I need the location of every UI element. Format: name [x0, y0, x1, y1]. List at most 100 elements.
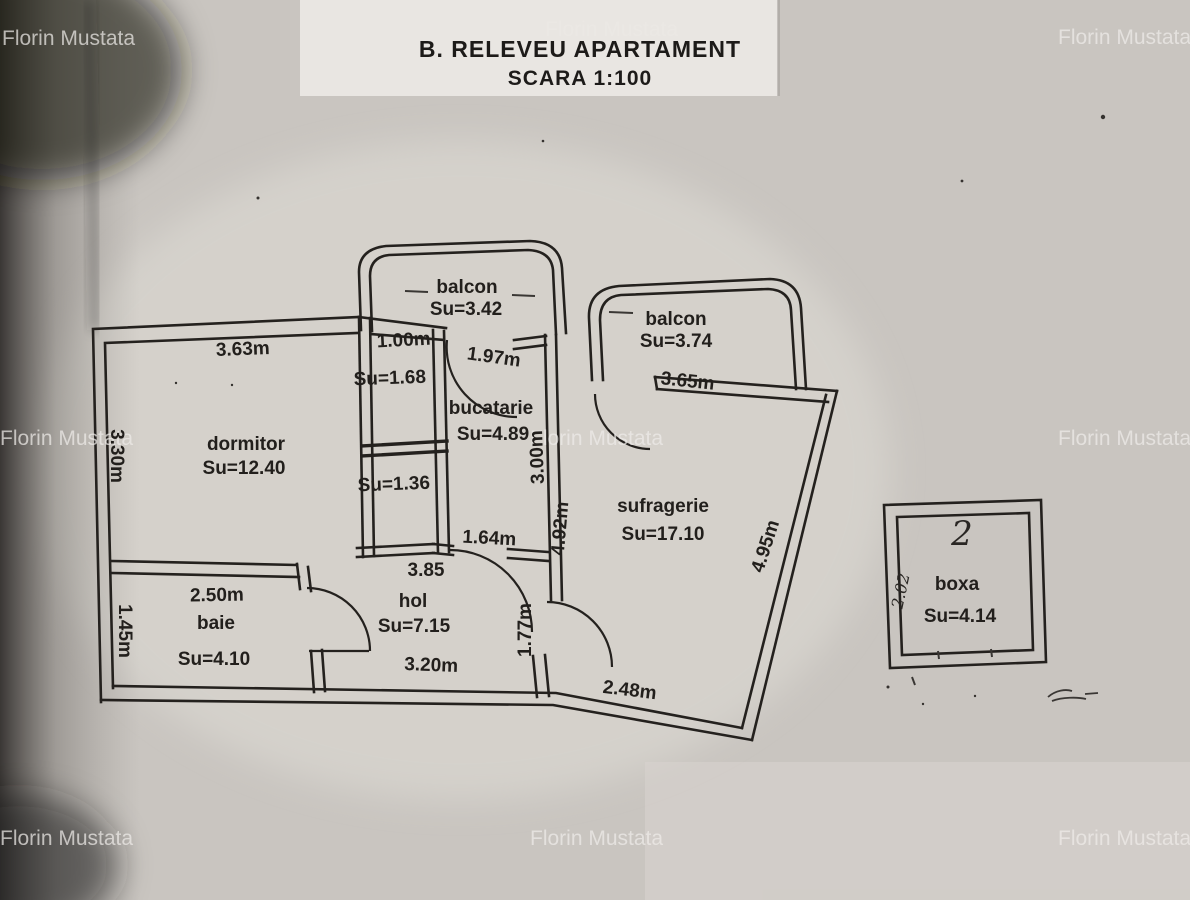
wall-segment — [531, 653, 551, 699]
watermark: Florin Mustata — [0, 427, 133, 450]
door-arc-bucatarie-hol — [449, 548, 534, 633]
balcony-right-outline-inner — [598, 287, 798, 391]
area-label-boxa: Su=4.14 — [924, 606, 997, 627]
balcony-left-outline-inner — [368, 248, 558, 336]
watermark: Florin Mustata — [1058, 827, 1190, 850]
paper-speck — [960, 179, 964, 183]
room-label-baie: baie — [197, 613, 235, 634]
area-label-sufragerie: Su=17.10 — [622, 524, 705, 545]
wall-segment — [103, 331, 359, 690]
dim-closet-top: 1.00m — [376, 329, 431, 353]
area-label-bucatarie: Su=4.89 — [457, 424, 529, 445]
wall-segment — [653, 375, 659, 391]
boxa-outer-wall — [882, 498, 1048, 670]
dimension-labels: 3.63m 3.30m 1.00m 1.97m 3.65m 3.00m 4.92… — [106, 329, 784, 705]
paper-speck — [921, 702, 925, 706]
watermark: Florin Mustata — [530, 427, 663, 450]
wall-segment — [512, 334, 548, 351]
paper-speck — [256, 196, 260, 200]
area-label-dormitor: Su=12.40 — [203, 458, 286, 479]
door-arc-bucatarie-balcon — [445, 339, 518, 419]
wall-segment — [506, 547, 550, 563]
door-arc-sufragerie-balcon — [593, 393, 651, 451]
title-paper-strip — [300, 0, 778, 96]
dash-mark — [608, 311, 634, 314]
paper-speck — [174, 381, 178, 385]
balconies — [357, 239, 808, 391]
dim-hol-bottom: 3.20m — [404, 654, 459, 677]
boxa-handwritten-number: 2 — [950, 514, 973, 554]
dim-baie-top: 2.50m — [190, 585, 244, 607]
wall-segment — [355, 542, 436, 550]
dim-hol-top: 3.85 — [408, 560, 445, 581]
watermark: Florin Mustata — [1058, 26, 1190, 49]
area-label-hol: Su=7.15 — [378, 616, 451, 637]
area-label-closet-upper: Su=1.68 — [353, 367, 426, 391]
scan-shadow-bottom-left — [0, 795, 118, 900]
dim-sufragerie-left: 4.92m — [548, 501, 574, 557]
page-title: B. RELEVEU APARTAMENT — [419, 36, 741, 62]
wall-segment — [355, 551, 436, 559]
balcony-left-outline — [357, 239, 568, 335]
door-arcs — [306, 339, 651, 668]
watermark: Florin Mustata — [545, 18, 678, 41]
wall-segment — [655, 387, 830, 404]
room-label-dormitor: dormitor — [207, 434, 286, 455]
wall-segment — [111, 684, 744, 730]
wall-segment — [91, 315, 361, 704]
paper-highlight — [30, 140, 890, 800]
room-label-balcon-left: balcon — [436, 277, 497, 298]
room-label-balcon-right: balcon — [645, 309, 706, 330]
watermarks: Florin Mustata Florin Mustata Florin Mus… — [0, 18, 1190, 850]
scan-crease — [85, 0, 98, 331]
wall-segment — [357, 315, 365, 559]
wall-segment — [360, 439, 449, 448]
wall-segment — [99, 698, 754, 742]
wall-segment — [357, 315, 448, 330]
area-label-balcon-right: Su=3.74 — [640, 331, 713, 352]
dash-mark — [511, 294, 536, 297]
dim-bucatarie-bottom: 1.64m — [462, 527, 517, 551]
paper-squiggle — [1047, 689, 1099, 702]
wall-segment — [360, 449, 449, 458]
boxa-small-mark — [911, 676, 916, 686]
dim-dormitor-top: 3.63m — [216, 338, 271, 361]
paper-patch-bottom-right — [645, 762, 1190, 900]
room-label-hol: hol — [399, 591, 428, 612]
boxa-tick-marks — [937, 648, 993, 660]
door-arc-hol-sufragerie — [546, 600, 614, 668]
balcony-right-outline — [587, 277, 808, 391]
room-label-bucatarie: bucatarie — [449, 398, 533, 419]
paper-speck — [886, 685, 890, 689]
wall-segment — [750, 389, 839, 742]
paper-speck — [230, 383, 234, 387]
door-arc-baie-hol — [306, 586, 372, 652]
room-label-sufragerie: sufragerie — [617, 496, 709, 517]
paper-speck — [973, 694, 977, 698]
boxa-outline — [882, 498, 1048, 686]
watermark: Florin Mustata — [1058, 427, 1190, 450]
room-label-boxa: boxa — [935, 574, 980, 595]
watermark: Florin Mustata — [0, 827, 133, 850]
wall-segment — [543, 333, 553, 602]
area-label-baie: Su=4.10 — [178, 649, 250, 670]
watermark: Florin Mustata — [2, 27, 135, 50]
scale-label: SCARA 1:100 — [508, 67, 652, 90]
paper-speck — [1100, 114, 1106, 120]
paper-specks — [174, 114, 1106, 706]
wall-segment — [740, 393, 828, 730]
wall-segment — [309, 648, 327, 694]
annotation-dashes — [404, 290, 634, 314]
wall-segment — [431, 542, 455, 557]
wall-segment — [110, 559, 301, 579]
boxa-inner-wall — [895, 511, 1035, 657]
wall-segment — [369, 332, 446, 342]
paper-strip-edge — [777, 0, 780, 96]
dim-hol-right: 1.77m — [515, 603, 536, 657]
paper-speck — [541, 139, 545, 143]
wall-segment — [554, 333, 564, 602]
area-label-balcon-left: Su=3.42 — [430, 299, 502, 320]
